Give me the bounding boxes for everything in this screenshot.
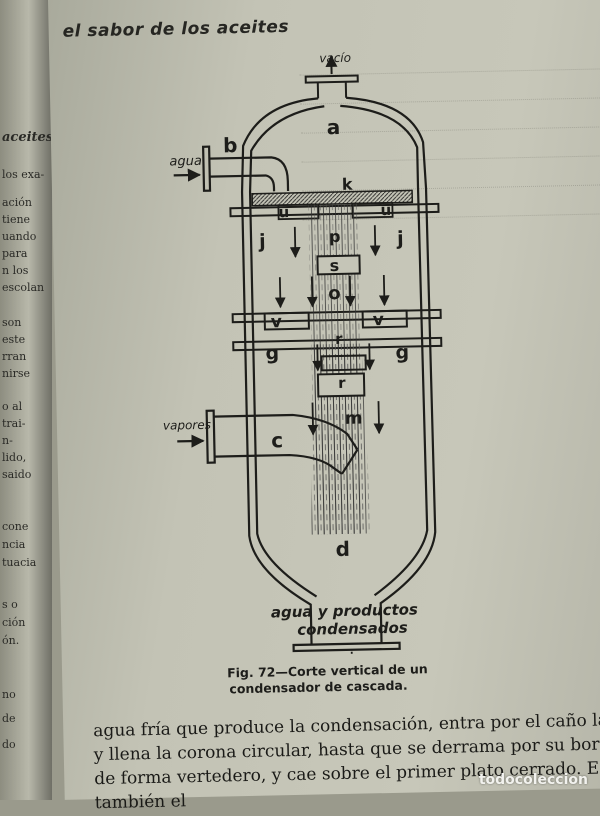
label-r-lower: r — [338, 374, 346, 392]
caption-line-1: Corte vertical de un — [288, 661, 428, 679]
left-fragment: de — [2, 712, 16, 725]
left-page-heading: aceites — [2, 130, 52, 145]
lower-water-curtain — [307, 343, 371, 534]
figure-caption: Fig. 72—Corte vertical de un condensador… — [227, 660, 488, 697]
left-fragment: do — [2, 738, 16, 751]
label-g-left: g — [265, 342, 279, 364]
left-fragment: no — [2, 688, 16, 701]
label-s: s — [329, 256, 339, 275]
watermark: todocoleccion — [479, 772, 588, 788]
left-fragment: ación — [2, 196, 32, 209]
left-fragment: uando — [2, 230, 36, 243]
label-v-right: v — [373, 310, 385, 330]
left-fragment: para — [2, 247, 27, 260]
label-u-right: u — [380, 201, 391, 219]
left-facing-page: aceites los exa- ación tiene uando para … — [0, 0, 52, 800]
label-k: k — [342, 175, 353, 194]
left-fragment: tuacia — [2, 556, 36, 569]
label-j-left: j — [258, 230, 266, 252]
left-fragment: tiene — [2, 213, 30, 226]
label-b: b — [223, 133, 238, 157]
left-fragment: son — [2, 316, 21, 329]
label-u-left: u — [278, 203, 289, 221]
label-agua: agua — [169, 154, 202, 170]
label-vapores: vapores — [163, 418, 211, 433]
label-v-left: v — [271, 312, 283, 332]
body-paragraph: agua fría que produce la condensación, e… — [93, 707, 600, 815]
label-g-right: g — [395, 342, 409, 364]
label-o: o — [328, 283, 341, 304]
left-fragment: ción — [2, 616, 25, 629]
label-vacio: vacío — [319, 51, 351, 66]
book-page: el sabor de los aceites — [48, 0, 600, 800]
label-r-upper: r — [335, 330, 343, 348]
left-fragment: n- — [2, 434, 13, 447]
label-a: a — [326, 115, 340, 139]
condenser-diagram: vacío a b agua k u u j j p s o v v g g r… — [48, 0, 600, 660]
left-fragment: lido, — [2, 451, 26, 464]
caption-figure-number: Fig. 72— — [227, 664, 288, 680]
label-m: m — [345, 409, 363, 429]
left-fragment: s o — [2, 598, 18, 611]
label-outlet-line2: condensados — [297, 619, 408, 639]
left-fragment: escolan — [2, 281, 44, 294]
left-fragment: trai- — [2, 417, 25, 430]
left-fragment: o al — [2, 400, 22, 413]
label-j-right: j — [396, 228, 404, 250]
left-fragment: n los — [2, 264, 28, 277]
label-p: p — [329, 227, 341, 246]
left-fragment: saido — [2, 468, 31, 481]
left-fragment: los exa- — [2, 168, 44, 181]
left-fragment: ón. — [2, 634, 19, 647]
label-c: c — [271, 428, 283, 452]
left-fragment: este — [2, 333, 25, 346]
left-fragment: rran — [2, 350, 26, 363]
label-d: d — [335, 537, 350, 561]
left-fragment: nirse — [2, 367, 30, 380]
left-fragment: cone — [2, 520, 28, 533]
left-fragment: ncia — [2, 538, 25, 551]
